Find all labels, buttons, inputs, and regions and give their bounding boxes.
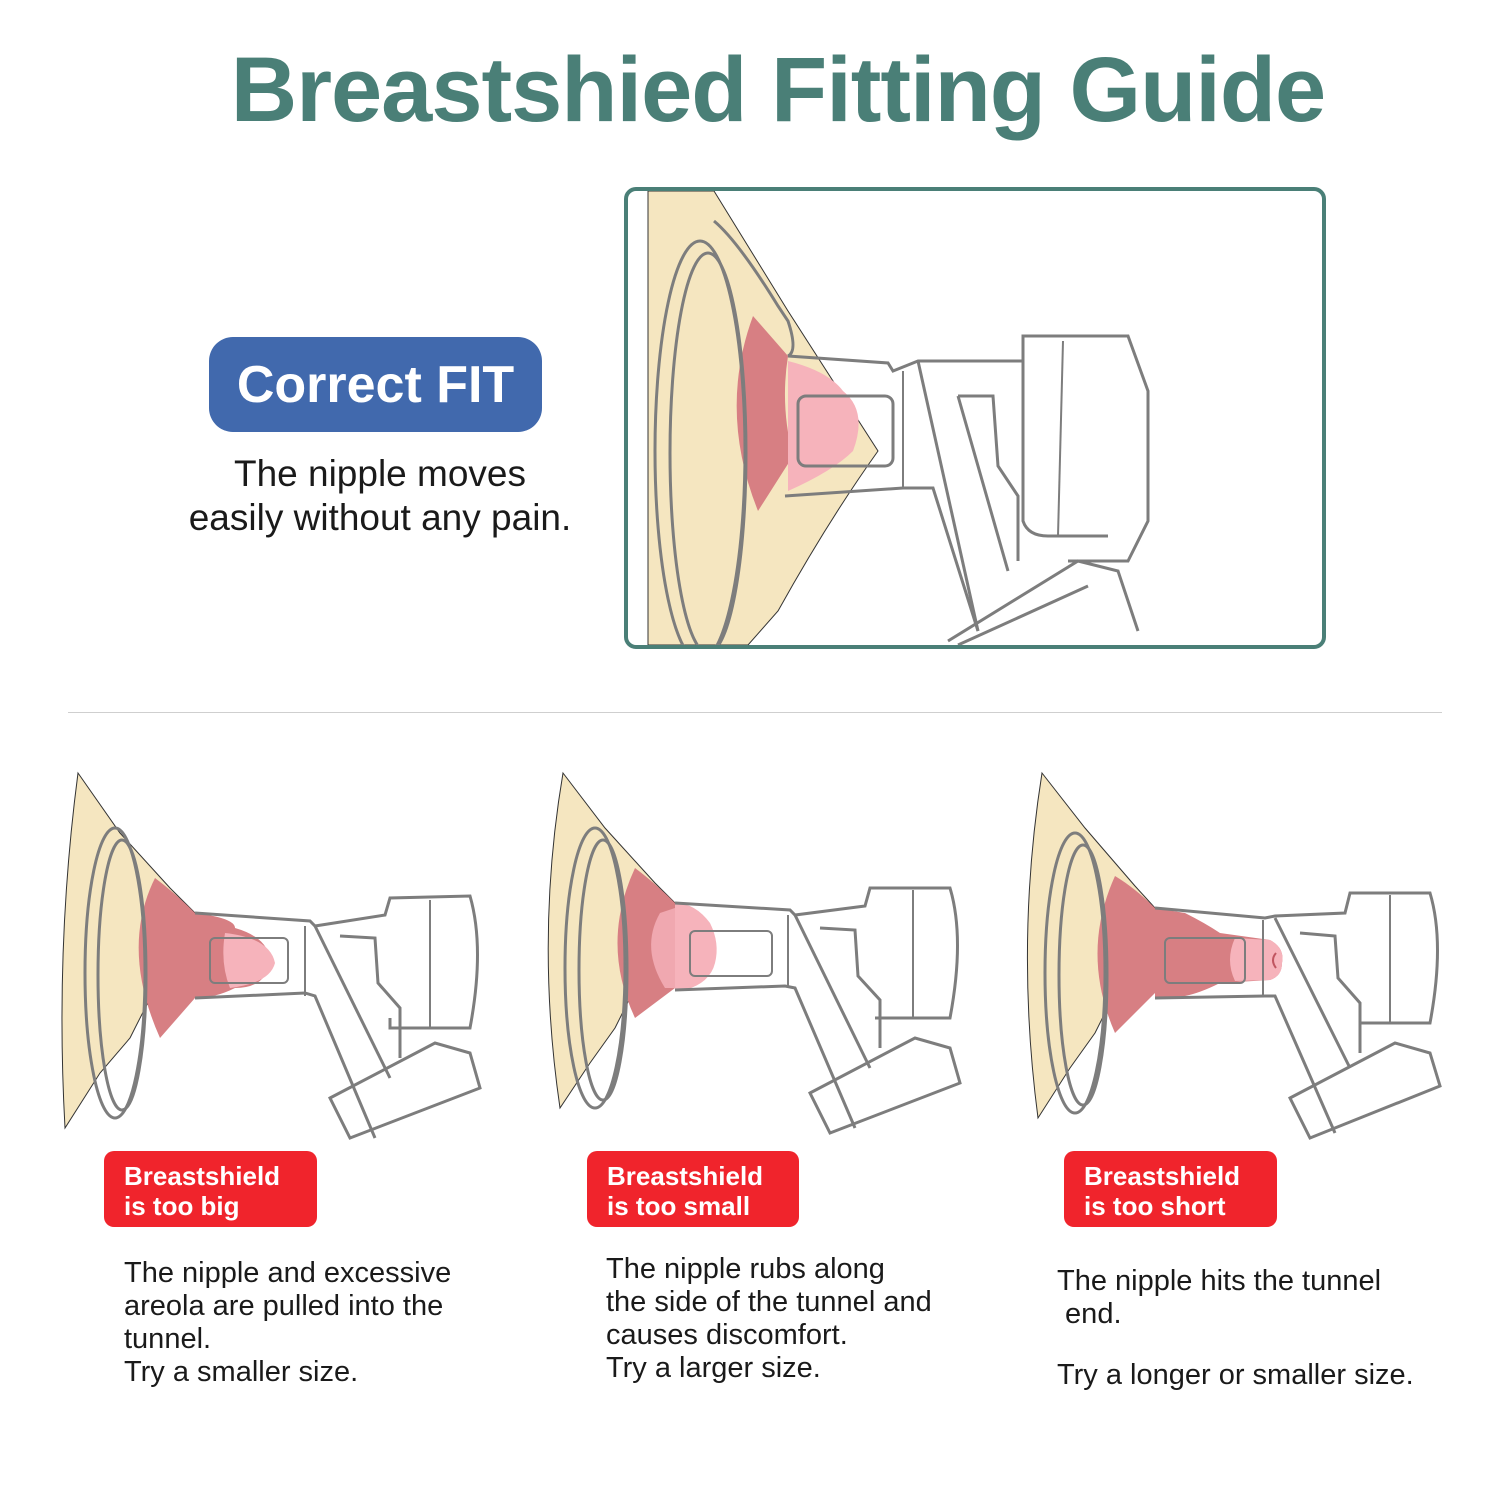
page-title: Breastshied Fitting Guide (230, 39, 1326, 141)
badge-label: Breastshield (1084, 1161, 1241, 1191)
badge-label: is too small (607, 1191, 751, 1221)
desc-line: end. (1057, 1298, 1122, 1330)
desc-line: causes discomfort. (606, 1319, 848, 1351)
correct-fit-label: Correct FIT (236, 355, 515, 414)
too-big-description: The nipple and excessive areola are pull… (124, 1257, 514, 1389)
advice-line: Try a larger size. (606, 1352, 821, 1384)
too-short-badge: Breastshield is too short (1064, 1151, 1277, 1227)
advice-line: Try a longer or smaller size. (1057, 1359, 1414, 1391)
badge-label: Breastshield (607, 1161, 764, 1191)
correct-fit-diagram (647, 191, 1150, 645)
desc-line: The nipple rubs along (606, 1253, 885, 1285)
section-divider (68, 712, 1442, 713)
correct-fit-description: The nipple moves easily without any pain… (150, 452, 610, 540)
desc-line: tunnel. (124, 1323, 212, 1355)
desc-line: The nipple and excessive (124, 1257, 452, 1289)
desc-line: The nipple hits the tunnel (1057, 1265, 1382, 1297)
badge-label: is too short (1084, 1191, 1226, 1221)
correct-fit-desc-line: easily without any pain. (188, 497, 572, 538)
too-big-badge: Breastshield is too big (104, 1151, 317, 1227)
too-big-diagram (61, 771, 482, 1140)
correct-fit-illustration-frame (624, 187, 1326, 649)
too-small-diagram (547, 771, 962, 1135)
advice-line: Try a smaller size. (124, 1356, 359, 1388)
desc-line: the side of the tunnel and (606, 1286, 932, 1318)
badge-label: is too big (124, 1191, 240, 1221)
desc-line: areola are pulled into the (124, 1290, 444, 1322)
too-short-description: The nipple hits the tunnel end. Try a lo… (1057, 1265, 1477, 1392)
badge-label: Breastshield (124, 1161, 281, 1191)
correct-fit-desc-line: The nipple moves (233, 453, 527, 494)
too-small-description: The nipple rubs along the side of the tu… (606, 1253, 996, 1385)
too-short-diagram (1026, 771, 1442, 1140)
too-small-badge: Breastshield is too small (587, 1151, 799, 1227)
correct-fit-badge: Correct FIT (209, 337, 542, 432)
